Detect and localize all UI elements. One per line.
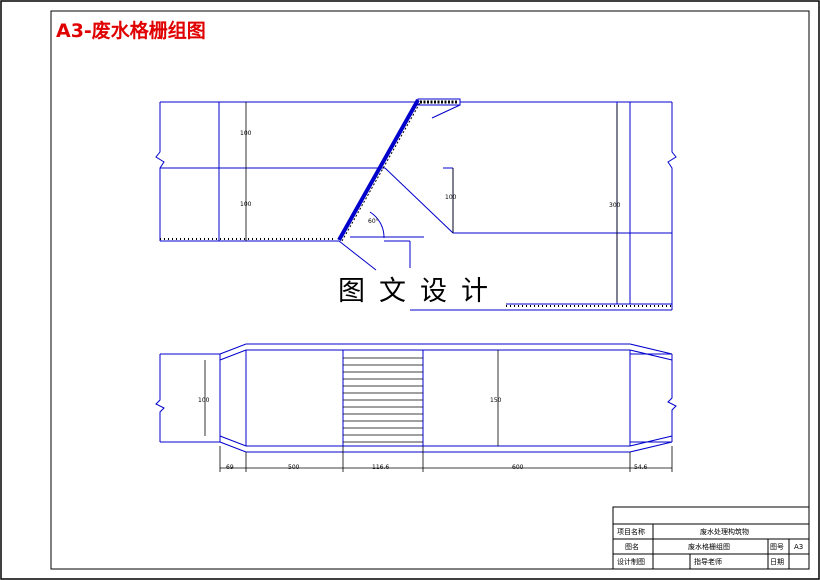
section-dimension-lines — [245, 102, 618, 302]
screen-zone — [342, 349, 424, 447]
platform-support — [431, 104, 461, 119]
dim-bottom-2: 500 — [288, 464, 300, 471]
chute-line-1 — [338, 240, 377, 271]
dim-bottom-1: 69 — [226, 464, 234, 471]
tb-project-value: 废水处理构筑物 — [700, 527, 749, 536]
bar-screen — [337, 98, 461, 242]
inlet-break — [155, 354, 165, 442]
dim-lower-left: 100 — [240, 201, 252, 208]
break-mark-left — [155, 102, 165, 241]
tb-project-label: 项目名称 — [617, 527, 645, 536]
tb-date-label: 日期 — [770, 558, 784, 566]
tb-number-value: A3 — [794, 543, 803, 551]
outlet-break — [667, 354, 677, 442]
inner-bottom-edge — [219, 435, 673, 447]
angle-arc — [369, 211, 385, 239]
dim-bottom-5: 54.6 — [634, 464, 648, 471]
drawing-title: A3-废水格栅组图 — [56, 19, 206, 42]
screen-bars-plan — [343, 357, 423, 443]
outer-top-edge — [219, 343, 673, 355]
dim-bottom-3: 116.6 — [372, 464, 389, 471]
dim-step: 100 — [445, 194, 457, 201]
bottom-dimension-chain — [219, 446, 673, 472]
screen-rack-bars — [341, 100, 422, 242]
outer-bottom-edge — [219, 441, 673, 453]
dim-bottom-4: 600 — [512, 464, 524, 471]
dim-right-total: 300 — [609, 202, 621, 209]
title-block-frame — [612, 506, 810, 570]
tb-number-label: 图号 — [770, 543, 784, 551]
watermark-text: 图文设计 — [338, 276, 502, 307]
inner-top-edge — [219, 349, 673, 361]
dim-left-width: 100 — [198, 397, 210, 404]
screen-top-platform — [417, 98, 461, 106]
screen-rack-back — [337, 99, 420, 241]
angle-label: 60° — [368, 218, 379, 225]
tb-drawing-value: 废水格栅组图 — [688, 542, 730, 551]
break-mark-right — [667, 102, 677, 310]
tb-advisor-label: 指导老师 — [694, 557, 722, 566]
dim-right-width: 150 — [490, 397, 502, 404]
tb-designer-label: 设计制图 — [617, 557, 645, 566]
tb-drawing-label: 图名 — [625, 542, 639, 551]
title-block — [612, 506, 810, 570]
plan-dimension-lines — [204, 350, 499, 446]
slope-line — [384, 167, 454, 234]
plan-view — [155, 343, 677, 453]
dim-upper-left: 100 — [240, 130, 252, 137]
inner-frame — [50, 10, 810, 570]
